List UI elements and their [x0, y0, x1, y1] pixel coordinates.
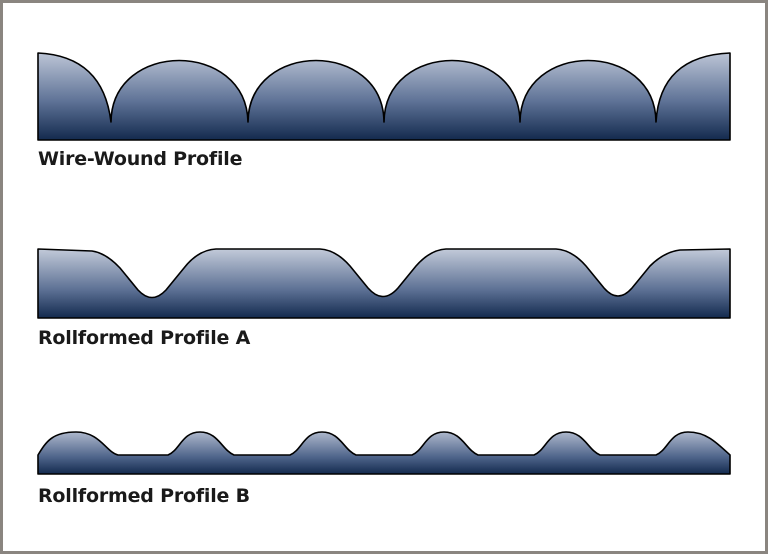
rollformed-a-profile-shape — [37, 248, 731, 319]
rollformed-b-profile-shape — [37, 431, 731, 475]
wire-wound-profile-label: Wire-Wound Profile — [38, 148, 243, 170]
rollformed-a-profile-label: Rollformed Profile A — [38, 327, 251, 349]
wire-wound-profile-shape — [37, 52, 731, 141]
rollformed-b-profile-label: Rollformed Profile B — [38, 485, 250, 507]
